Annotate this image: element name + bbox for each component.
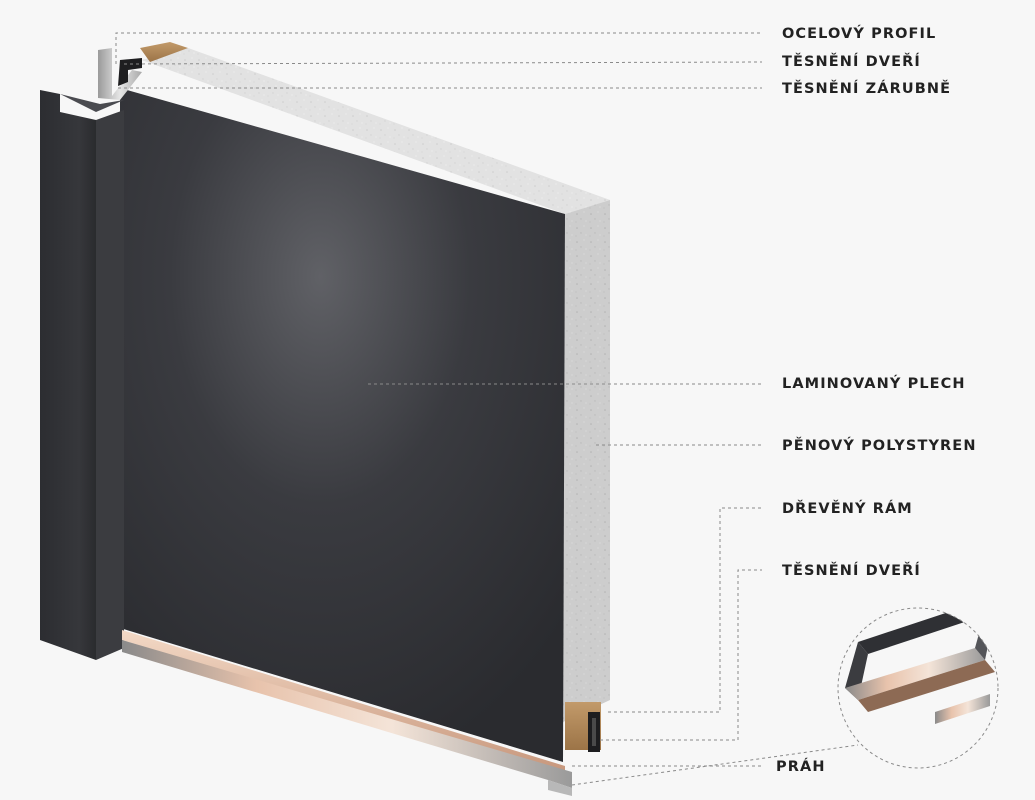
label-door-seal-top: TĚSNĚNÍ DVEŘÍ (782, 54, 921, 70)
door-jamb (40, 90, 96, 660)
label-steel-profile: OCELOVÝ PROFIL (782, 26, 937, 42)
foam-top-face (142, 48, 610, 214)
label-wooden-frame: DŘEVĚNÝ RÁM (782, 501, 913, 517)
label-laminated-sheet: LAMINOVANÝ PLECH (782, 376, 966, 392)
label-frame-seal: TĚSNĚNÍ ZÁRUBNĚ (782, 81, 952, 97)
leader-door-seal-bottom (600, 569, 762, 741)
threshold-inset (837, 607, 999, 769)
leader-door-seal-top (123, 61, 763, 65)
leader-steel-profile (115, 32, 762, 64)
laminated-door-panel (120, 88, 565, 762)
leader-wooden-frame (608, 507, 762, 713)
label-foam-polystyrene: PĚNOVÝ POLYSTYREN (782, 438, 977, 454)
threshold (122, 640, 572, 788)
label-door-seal-bottom: TĚSNĚNÍ DVEŘÍ (782, 563, 921, 579)
leader-lines (115, 32, 859, 786)
foam-side-face (563, 200, 610, 722)
steel-profile (98, 48, 142, 100)
label-threshold: PRÁH (776, 759, 826, 775)
leader-inset (571, 744, 859, 786)
wood-frame-top (140, 42, 188, 62)
